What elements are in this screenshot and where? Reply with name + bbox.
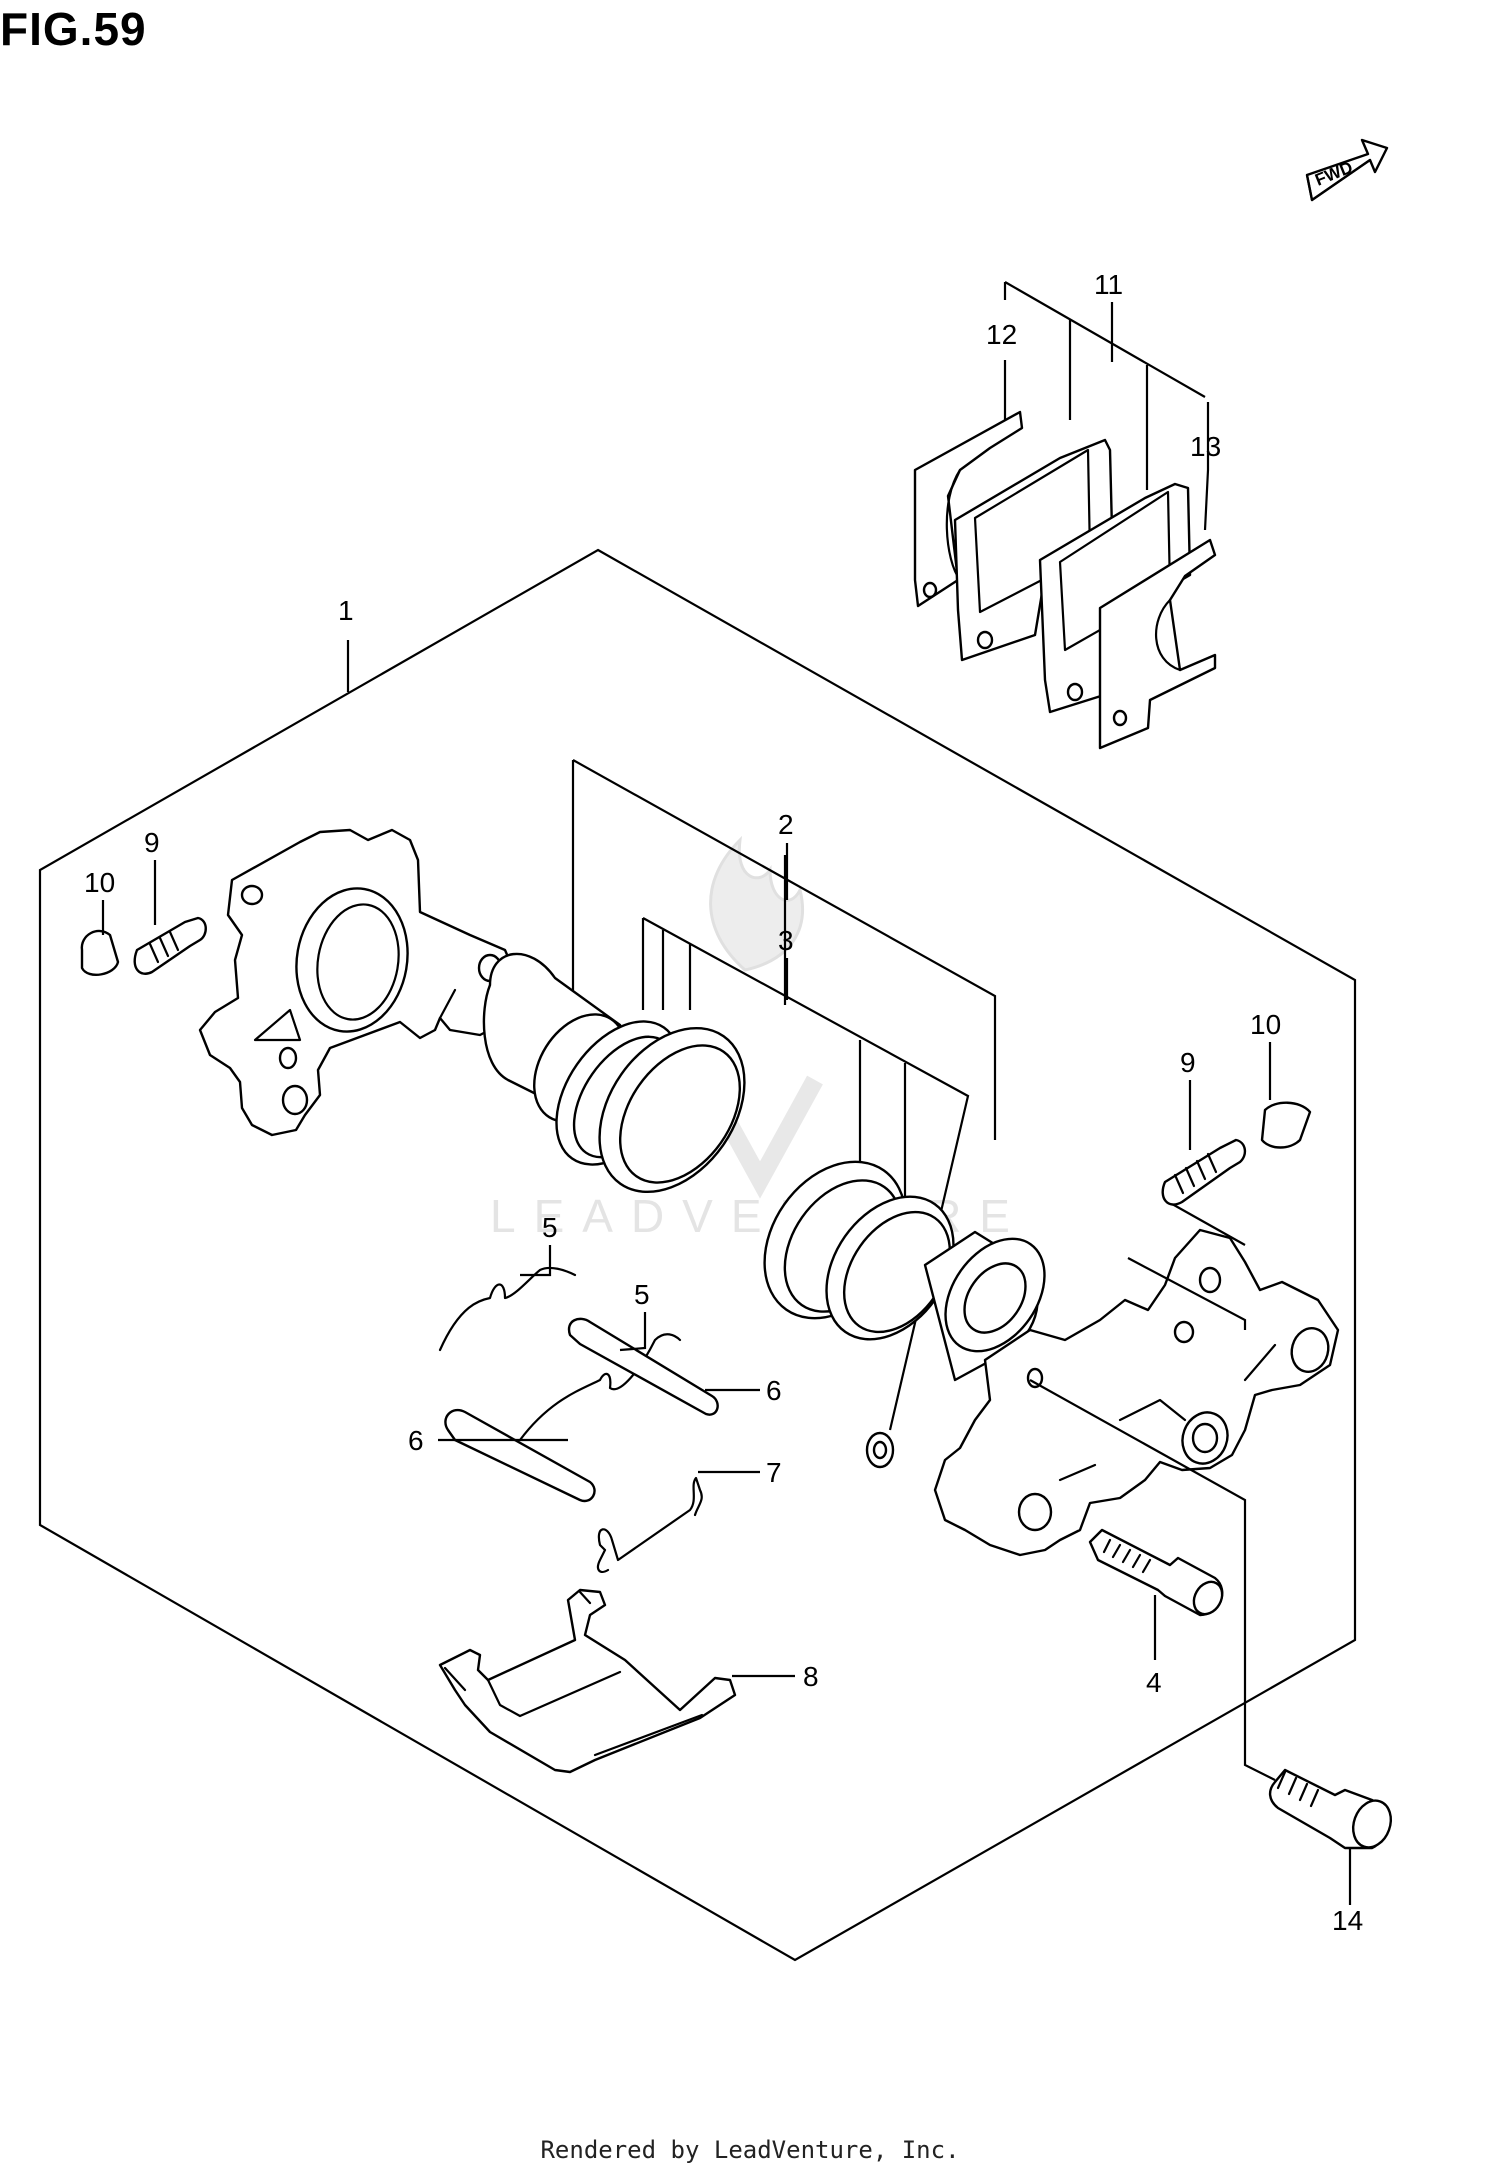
callout-10a: 10 bbox=[84, 867, 115, 898]
callout-1: 1 bbox=[338, 595, 354, 626]
pad-pin-6a bbox=[567, 1317, 719, 1416]
pad-pin-6b bbox=[444, 1408, 596, 1503]
bracket-item-11 bbox=[1003, 281, 1206, 490]
caliper-body-right bbox=[933, 1228, 1340, 1557]
mounting-bolt-14 bbox=[1268, 1768, 1393, 1850]
bleeder-screw-right bbox=[1161, 1138, 1247, 1206]
callout-14: 14 bbox=[1332, 1905, 1363, 1936]
callout-8: 8 bbox=[803, 1661, 819, 1692]
bleeder-cap-left bbox=[80, 929, 120, 976]
pad-shim-12 bbox=[913, 410, 1024, 608]
pad-spring-5a bbox=[438, 1266, 577, 1352]
callout-2: 2 bbox=[778, 809, 794, 840]
callout-13: 13 bbox=[1190, 431, 1221, 462]
callout-leaders bbox=[101, 302, 1352, 1905]
pad-retainer-8 bbox=[438, 1588, 737, 1774]
bleeder-cap-right bbox=[1260, 1101, 1312, 1149]
caliper-body-left bbox=[198, 828, 522, 1137]
bracket-item-3 bbox=[641, 917, 970, 1431]
fwd-arrow-badge: FWD bbox=[1305, 138, 1389, 202]
pin-bolt-4 bbox=[1088, 1528, 1224, 1617]
bleeder-screw-left bbox=[133, 916, 207, 975]
render-credit-footer: Rendered by LeadVenture, Inc. bbox=[540, 2136, 960, 2164]
callout-9a: 9 bbox=[144, 827, 160, 858]
callout-3: 3 bbox=[778, 925, 794, 956]
bracket-item-2 bbox=[571, 759, 997, 1140]
callout-12: 12 bbox=[986, 319, 1017, 350]
pad-spring-5b bbox=[518, 1333, 682, 1442]
pad-clip-7 bbox=[596, 1476, 703, 1574]
figure-title: FIG.59 bbox=[0, 3, 147, 55]
callout-9b: 9 bbox=[1180, 1047, 1196, 1078]
callout-10b: 10 bbox=[1250, 1009, 1281, 1040]
callout-11: 11 bbox=[1094, 269, 1123, 300]
dust-seal-left bbox=[598, 1026, 746, 1194]
callout-6b: 6 bbox=[408, 1425, 424, 1456]
assembly-outline-1 bbox=[38, 548, 1357, 1962]
callout-6a: 6 bbox=[766, 1375, 782, 1406]
piston-seal-right bbox=[825, 1195, 955, 1341]
callout-5b: 5 bbox=[634, 1279, 650, 1310]
callout-5a: 5 bbox=[542, 1212, 558, 1243]
pad-shim-13 bbox=[1098, 538, 1217, 750]
callout-labels: 1 2 3 4 5 5 6 6 7 8 9 9 10 10 11 12 13 1… bbox=[84, 269, 1363, 1936]
callout-7: 7 bbox=[766, 1457, 782, 1488]
callout-4: 4 bbox=[1146, 1667, 1162, 1698]
